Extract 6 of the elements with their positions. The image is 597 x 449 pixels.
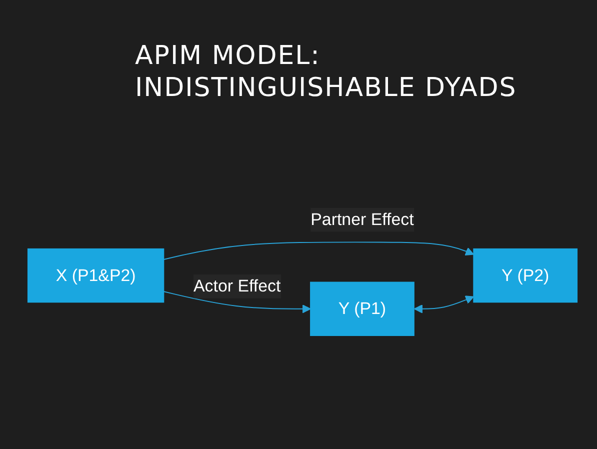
edge-label: Actor Effect	[194, 274, 281, 298]
process-box: X (P1&P2)	[27, 248, 164, 303]
edge-label: Partner Effect	[310, 208, 414, 232]
process-box: Y (P1)	[310, 282, 414, 336]
slide-title: APIM MODEL: INDISTINGUISHABLE DYADS	[135, 40, 518, 104]
process-box: Y (P2)	[473, 248, 578, 303]
